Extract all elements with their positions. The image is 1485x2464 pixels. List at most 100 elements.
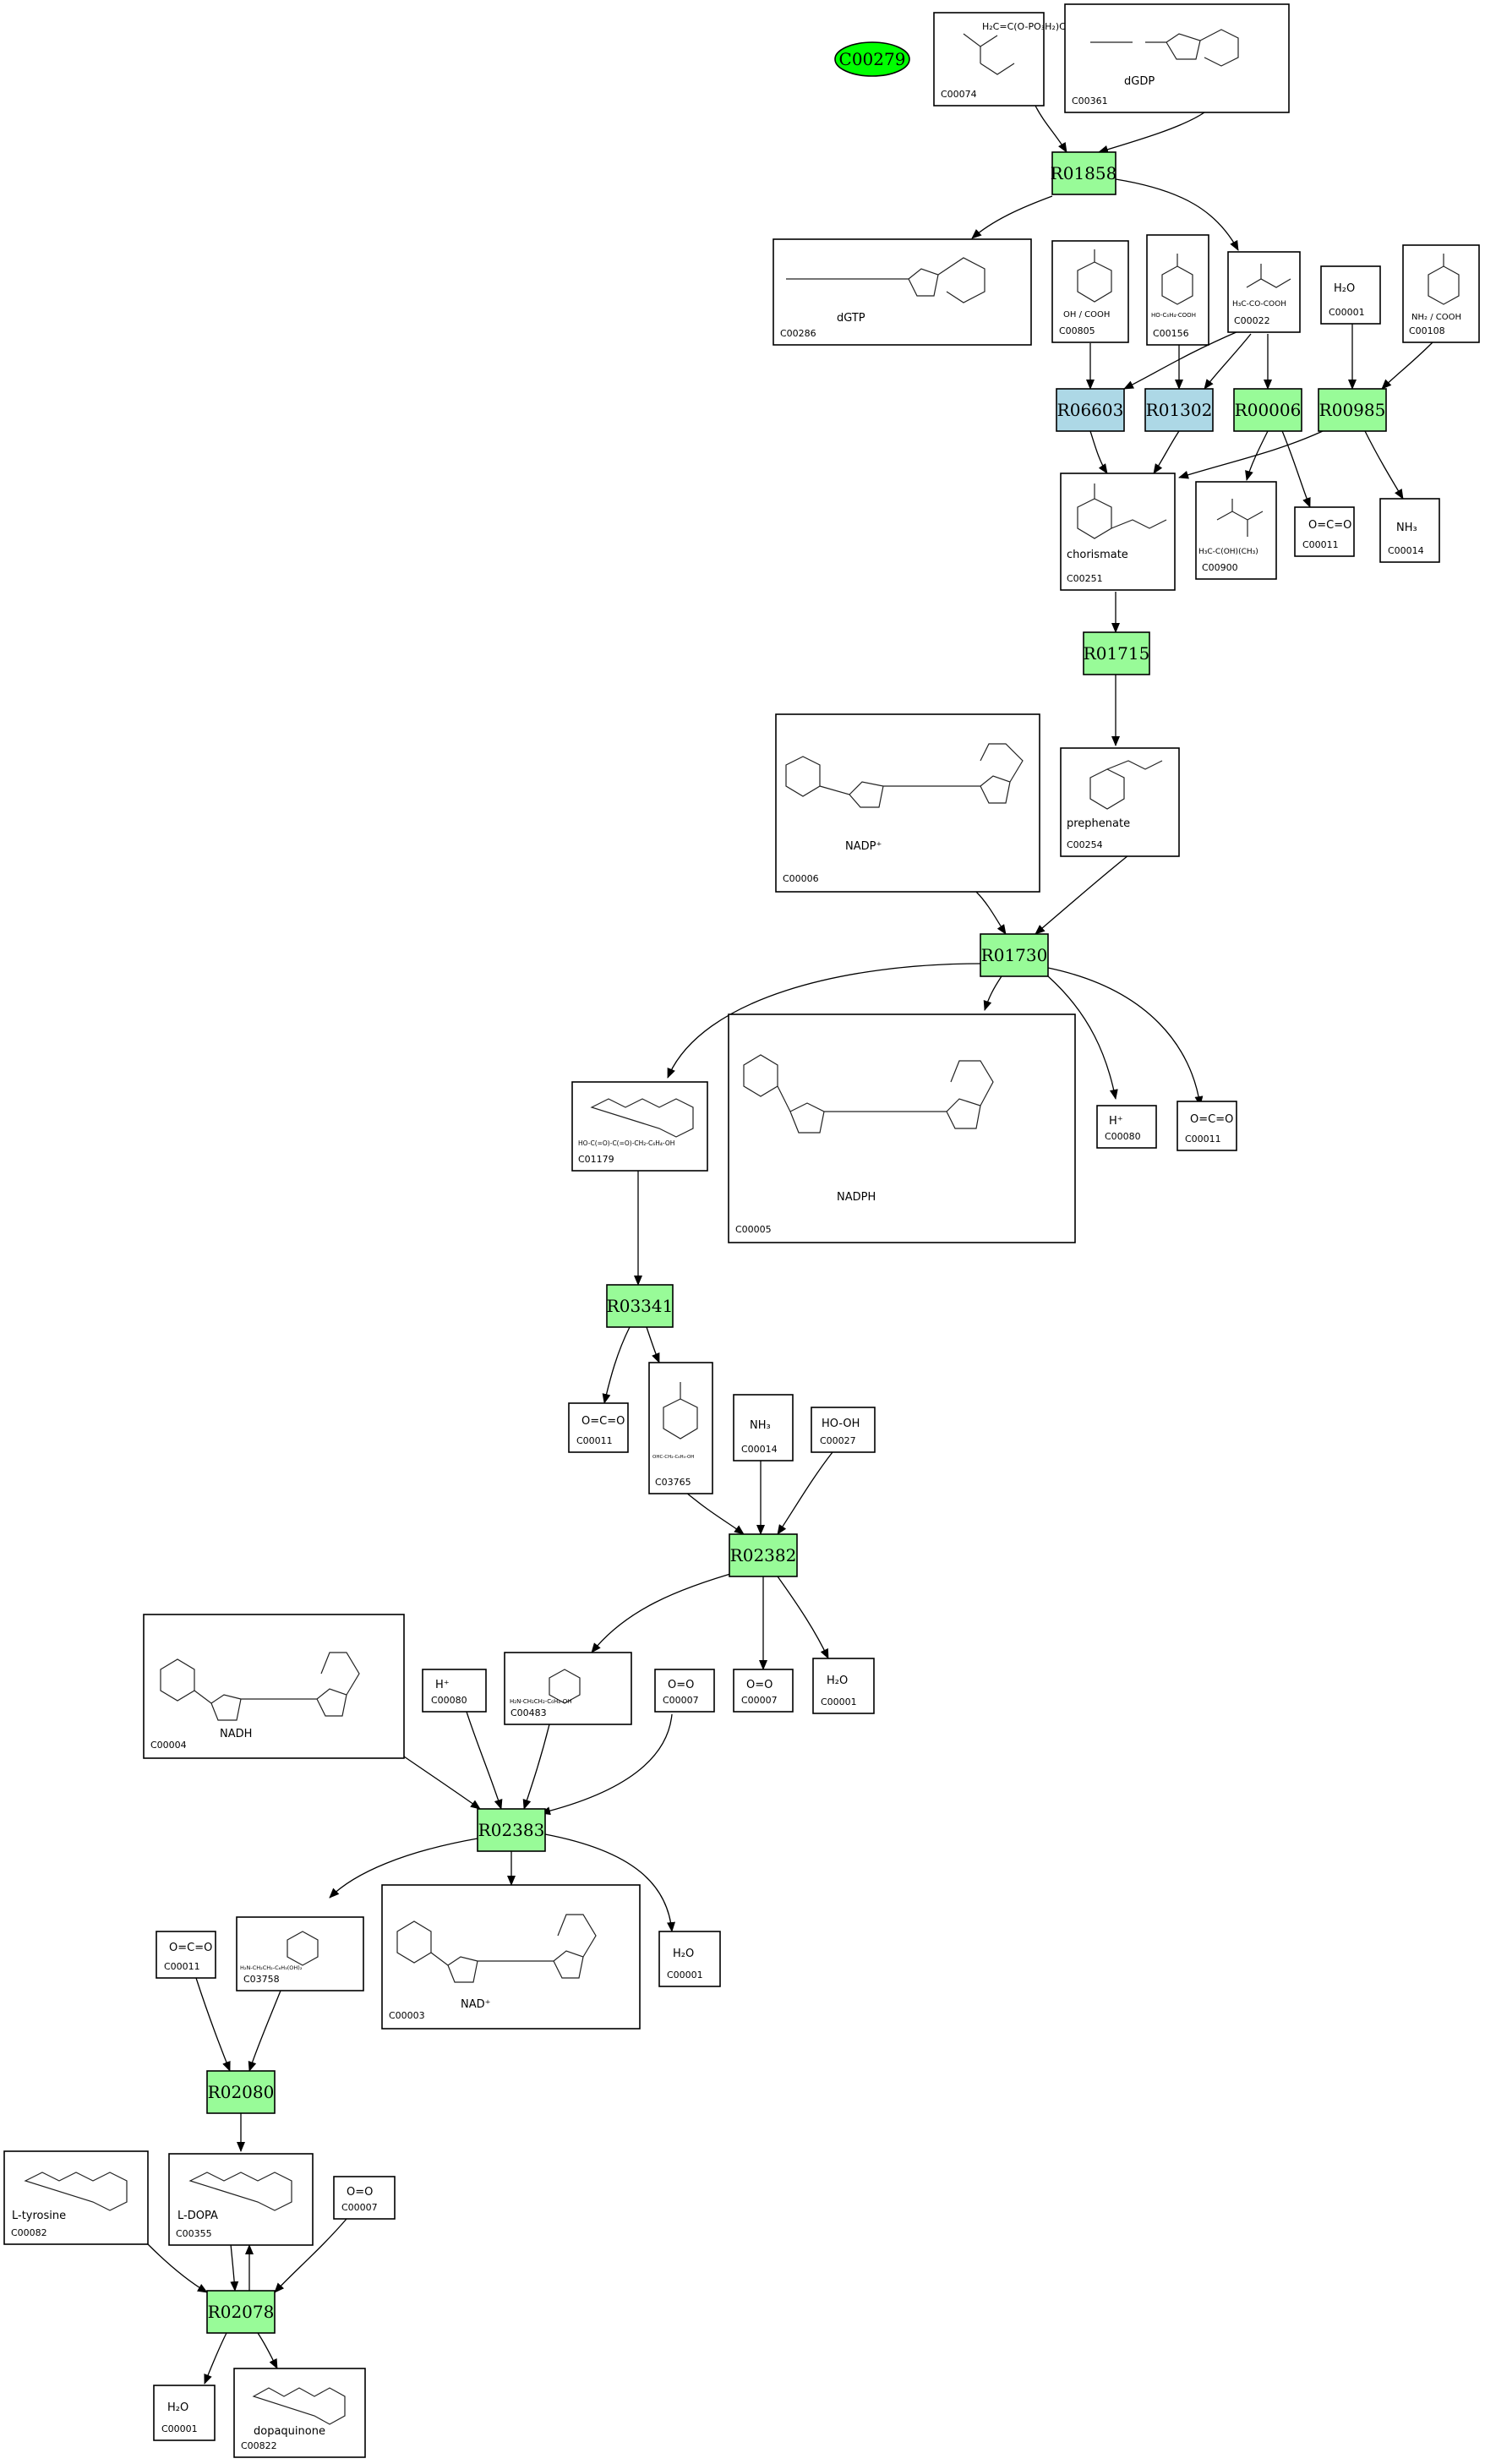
reaction-node-r02080[interactable]: R02080 [206,2070,276,2114]
edge [646,1326,660,1363]
compound-formula: L-DOPA [177,2210,218,2222]
edges [147,105,1433,2385]
reaction-label: R01302 [1146,400,1213,420]
compound-c00361[interactable]: dGDP C00361 [1064,3,1290,113]
reaction-label: R01715 [1084,643,1150,664]
compound-c00355[interactable]: L-DOPA C00355 [168,2153,314,2246]
compound-c00007-a[interactable]: O=O C00007 [654,1669,715,1713]
compound-formula: H₂O [673,1948,694,1960]
edge [971,195,1053,239]
reaction-node-r01730[interactable]: R01730 [980,933,1049,977]
start-node-c00279[interactable]: C00279 [834,41,910,77]
compound-c00156[interactable]: HO-C₆H₄-COOH C00156 [1146,234,1209,346]
compound-c00483[interactable]: H₂N-CH₂CH₂-C₆H₄-OH C00483 [504,1652,632,1725]
compound-c00003[interactable]: NAD⁺ C00003 [381,1884,641,2030]
compound-formula: O=O [746,1679,773,1691]
edge [1123,331,1239,390]
reaction-node-r01302[interactable]: R01302 [1144,388,1214,432]
edge [1178,430,1324,479]
compound-c00805[interactable]: OH / COOH C00805 [1051,240,1129,343]
compound-c00011-c[interactable]: O=C=O C00011 [568,1402,629,1453]
compound-c03758[interactable]: H₂N-CH₂CH₂-C₆H₃(OH)₂ C03758 [236,1916,364,1991]
reaction-node-r00985[interactable]: R00985 [1318,388,1387,432]
compound-c00014-a[interactable]: NH₃ C00014 [1379,498,1440,563]
compound-formula: H⁺ [1109,1115,1123,1128]
reaction-node-r00006[interactable]: R00006 [1233,388,1302,432]
edge [1204,333,1252,390]
compound-formula: dGTP [837,312,865,325]
compound-formula: HO-C(=O)-C(=O)-CH₂-C₆H₄-OH [578,1139,674,1147]
compound-id: C00286 [780,328,816,339]
compound-c00001-c[interactable]: H₂O C00001 [658,1931,721,1987]
compound-c00080-b[interactable]: H⁺ C00080 [422,1669,487,1713]
compound-id: C00011 [164,1961,200,1972]
reaction-node-r01715[interactable]: R01715 [1083,631,1150,675]
reaction-node-r02383[interactable]: R02383 [477,1808,546,1852]
compound-c00822[interactable]: dopaquinone C00822 [233,2368,366,2458]
compound-id: C00011 [1302,539,1339,550]
reaction-label: R02382 [730,1545,797,1565]
compound-c00286[interactable]: dGTP C00286 [773,238,1032,346]
compound-c00007-c[interactable]: O=O C00007 [333,2176,396,2220]
compound-c00082[interactable]: L-tyrosine C00082 [3,2150,149,2245]
edge [1153,430,1180,474]
compound-id: C00006 [783,873,819,884]
reaction-label: R00985 [1319,400,1386,420]
compound-c01179[interactable]: HO-C(=O)-C(=O)-CH₂-C₆H₄-OH C01179 [571,1081,708,1172]
edge [975,891,1007,935]
edge [1089,430,1108,474]
compound-id: C00156 [1153,328,1189,339]
compound-id: C00822 [241,2440,277,2451]
compound-c00011-b[interactable]: O=C=O C00011 [1177,1101,1237,1151]
compound-id: C00483 [510,1707,547,1718]
compound-c00011-d[interactable]: O=C=O C00011 [156,1931,216,1979]
compound-id: C03765 [655,1477,691,1488]
compound-formula: H₂N-CH₂CH₂-C₆H₄-OH [510,1698,572,1705]
compound-c00074[interactable]: H₂C=C(O-PO₃H₂)COOH C00074 [933,12,1087,107]
compound-id: C00361 [1072,96,1108,107]
compound-id: C00004 [150,1740,187,1751]
compound-c00001-b[interactable]: H₂O C00001 [812,1658,875,1714]
compound-id: C00014 [1388,545,1424,556]
compound-c00006[interactable]: NADP⁺ C00006 [775,713,1040,893]
compound-c00001-d[interactable]: H₂O C00001 [153,2385,216,2441]
reaction-node-r06603[interactable]: R06603 [1056,388,1125,432]
edge [591,1570,743,1653]
compound-c00014-b[interactable]: NH₃ C00014 [733,1394,794,1461]
reaction-node-r03341[interactable]: R03341 [606,1284,674,1328]
compound-c00007-b[interactable]: O=O C00007 [733,1669,794,1713]
reaction-node-r02078[interactable]: R02078 [206,2290,276,2334]
compound-c00011-a[interactable]: O=C=O C00011 [1294,506,1355,557]
edge [195,1977,231,2072]
compound-c00900[interactable]: H₃C-C(OH)(CH₃) C00900 [1195,481,1277,580]
compound-formula: prephenate [1067,817,1130,830]
edge [204,2332,227,2385]
compound-c03765[interactable]: OHC-CH₂-C₆H₄-OH C03765 [648,1362,713,1494]
compound-c00005[interactable]: NADPH C00005 [728,1013,1076,1243]
compound-c00027[interactable]: HO-OH C00027 [811,1407,876,1453]
reaction-node-r01858[interactable]: R01858 [1051,151,1117,195]
compound-c00080-a[interactable]: H⁺ C00080 [1096,1105,1157,1149]
compound-c00004[interactable]: NADH C00004 [143,1614,405,1759]
compound-id: C00355 [176,2228,212,2239]
compound-id: C00007 [741,1695,778,1706]
compound-formula: H₂O [1334,282,1355,295]
reaction-node-r02382[interactable]: R02382 [729,1533,798,1577]
compound-id: C03758 [243,1974,280,1985]
compound-formula: O=O [347,2186,373,2199]
compound-c00251[interactable]: chorismate C00251 [1060,473,1176,591]
compound-c00108[interactable]: NH₂ / COOH C00108 [1402,244,1480,343]
compound-formula: chorismate [1067,549,1128,561]
reaction-label: R02080 [208,2082,275,2102]
compound-c00022[interactable]: H₃C-CO-COOH C00022 [1227,251,1301,333]
compound-id: C00108 [1409,325,1445,336]
edge [983,975,1002,1011]
edge [1280,426,1311,508]
edge [1098,112,1205,154]
compound-formula: O=C=O [581,1415,625,1428]
compound-c00001-a[interactable]: H₂O C00001 [1320,265,1381,325]
edge [329,1838,478,1899]
compound-c00254[interactable]: prephenate C00254 [1060,747,1180,857]
compound-formula: dopaquinone [254,2425,325,2438]
compound-formula: O=C=O [1190,1113,1233,1126]
